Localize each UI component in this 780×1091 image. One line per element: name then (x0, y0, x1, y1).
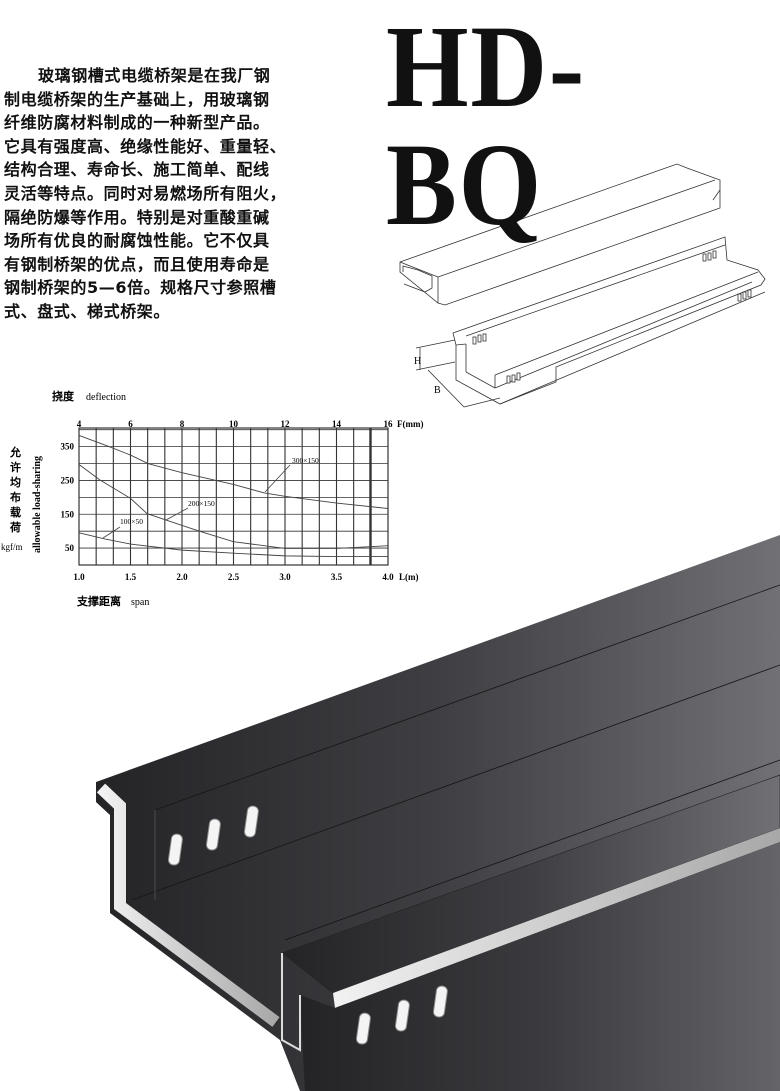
x-tick-label: 4.0 (382, 572, 394, 582)
description-line: 它具有强度高、绝缘性能好、重量轻、 (4, 136, 287, 156)
chart-title-en: deflection (86, 392, 126, 403)
x-tick-label: 3.0 (279, 572, 291, 582)
description-line: 玻璃钢槽式电缆桥架是在我厂钢 (38, 66, 271, 85)
y-axis-label-char: 均 (10, 475, 21, 489)
tray-body (452, 236, 766, 405)
product-description: 玻璃钢槽式电缆桥架是在我厂钢 制电缆桥架的生产基础上，用玻璃钢 纤维防腐材料制成… (4, 64, 344, 324)
top-tick-label: 6 (128, 419, 133, 429)
x-tick-label: 2.5 (228, 572, 240, 582)
load-deflection-chart: 1.0 1.5 2.0 2.5 3.0 3.5 4.0 4 6 8 10 12 14 16 50 150 250… (1, 389, 424, 608)
y-axis-label-char: 荷 (9, 520, 21, 534)
y-tick-label: 250 (61, 475, 75, 485)
series-line-100×50 (78, 532, 388, 557)
x-tick-label: 2.0 (176, 572, 188, 582)
dimension-label-h: H (414, 356, 421, 367)
top-tick-label: 14 (332, 419, 342, 429)
series-leader-line (102, 526, 121, 539)
description-line: 钢制桥架的5—6倍。规格尺寸参照槽 (4, 278, 277, 298)
cable-tray-render (96, 535, 780, 1091)
description-line: 场所有优良的耐腐蚀性能。它不仅具 (4, 231, 270, 251)
y-axis-label-char: 载 (10, 505, 21, 519)
x-tick-label: 3.5 (331, 572, 343, 582)
description-line: 制电缆桥架的生产基础上，用玻璃钢 (4, 89, 270, 109)
lower-flange-edge (333, 828, 780, 1008)
description-line: 有钢制桥架的优点，而且使用寿命是 (4, 254, 270, 274)
top-tick-label: 8 (180, 419, 185, 429)
top-tick-label: 12 (281, 419, 291, 429)
y-axis-unit: kgf/m (1, 542, 23, 552)
dimension-label-b: B (434, 385, 441, 396)
top-tick-label: 16 (384, 419, 394, 429)
series-leader-line (264, 464, 291, 493)
top-tick-label: 4 (77, 419, 82, 429)
series-leader-line (165, 507, 189, 521)
y-tick-label: 50 (65, 543, 75, 553)
y-tick-label: 350 (61, 442, 75, 452)
series-label: 300×150 (292, 456, 319, 465)
vent-slots-icon (167, 805, 448, 1045)
chart-title-cn: 挠度 (52, 389, 75, 403)
description-line: 式、盘式、梯式桥架。 (4, 301, 171, 321)
y-axis-label-char: 许 (10, 460, 21, 474)
chart-grid (78, 427, 389, 566)
series-label: 100×50 (120, 517, 143, 526)
x-axis-label-cn: 支撑距离 (76, 594, 121, 608)
x-axis-unit: L(m) (399, 572, 419, 582)
top-tick-label: 10 (229, 419, 239, 429)
x-tick-label: 1.5 (125, 572, 137, 582)
series-label: 200×150 (188, 499, 215, 508)
product-model-title: HD-BQ (386, 1, 587, 250)
vent-slots-icon (472, 250, 752, 384)
x-axis-label-en: span (131, 597, 149, 608)
series-line-300×150 (78, 435, 389, 509)
y-axis-label-char: 布 (10, 490, 21, 504)
tray-cross-section-edge (96, 783, 280, 1027)
chart-curves (78, 435, 389, 557)
description-line: 灵活等特点。同时对易燃场所有阻火， (4, 183, 287, 203)
description-line: 纤维防腐材料制成的一种新型产品。 (4, 113, 270, 133)
series-line-200×150 (78, 464, 389, 549)
y-axis-label-char: 允 (9, 445, 21, 459)
x-tick-label: 1.0 (73, 572, 85, 582)
y-axis-label-en: allowable load-sharing (32, 456, 43, 553)
lower-wall-fill (300, 842, 780, 1091)
description-line: 隔绝防爆等作用。特别是对重酸重碱 (4, 207, 270, 227)
lower-flange-top (281, 774, 780, 994)
y-tick-label: 150 (61, 509, 75, 519)
description-line: 结构合理、寿命长、施工简单、配线 (4, 160, 270, 180)
top-axis-unit: F(mm) (397, 419, 424, 429)
cable-tray-line-drawing (399, 163, 766, 408)
